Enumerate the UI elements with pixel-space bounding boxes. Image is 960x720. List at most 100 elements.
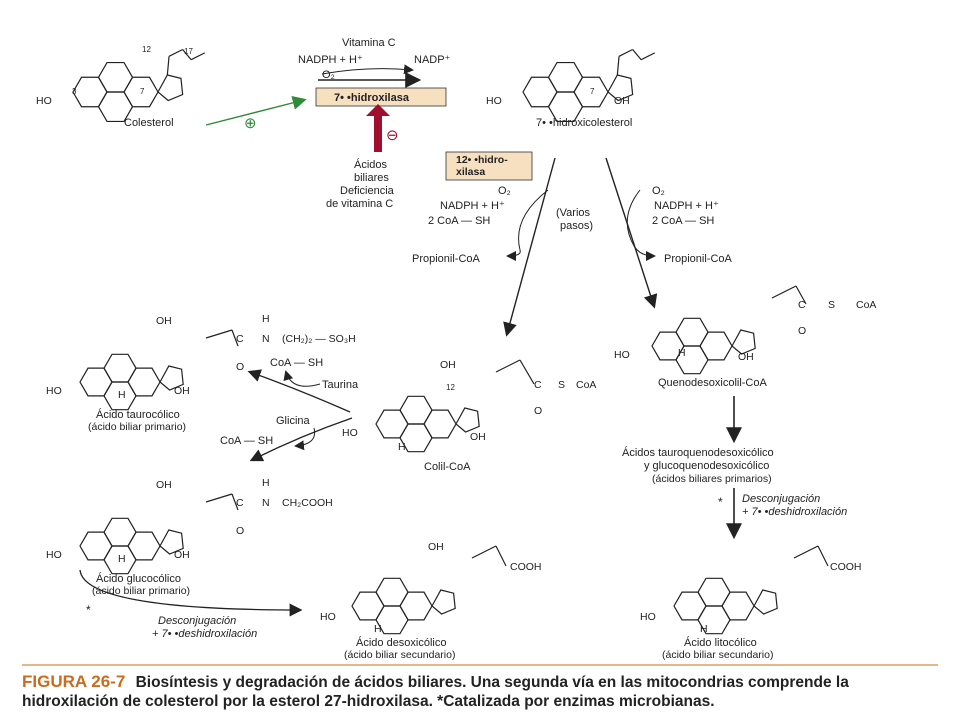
colesterol-ring-d: [157, 74, 184, 102]
glicina-curve: [294, 427, 316, 451]
glucocolico-nh: H: [262, 477, 270, 489]
taurocolico-ring-c: [127, 367, 161, 397]
litocolico-cooh: COOH: [830, 561, 862, 573]
desconj-left: Desconjugación: [158, 615, 236, 627]
colesterol-side-1: [166, 56, 170, 76]
colil-oh-7: OH: [470, 431, 486, 443]
glicina-label: Glicina: [276, 415, 311, 427]
colil-h: H: [398, 441, 406, 453]
hidroxicolesterol-n7: 7: [590, 87, 595, 96]
colil-tail-1: [495, 359, 521, 373]
nadph-right: NADPH + H⁺: [654, 200, 719, 212]
taurocolico-oh-7: OH: [174, 385, 190, 397]
colil-n12: 12: [446, 383, 455, 392]
litocolico-h: H: [700, 623, 708, 635]
o2-center: O₂: [498, 185, 511, 197]
arrow-to-quenodesoxicolil: [605, 157, 658, 309]
arrow-to-desoxicolico: [79, 569, 303, 617]
quenodesoxicolil-ring-b-shift: [675, 317, 709, 347]
quenodesoxicolil-ring-d: [731, 329, 756, 355]
quenodesoxicolil-h: H: [678, 347, 686, 359]
glucocolico-ring-d: [159, 529, 184, 555]
colesterol-n12: 12: [142, 45, 151, 54]
hidroxilasa-12-box: [445, 151, 533, 181]
colesterol-side-4: [190, 52, 206, 61]
litocolico-ring-c: [721, 591, 755, 621]
nadph-label-top: NADPH + H⁺: [298, 54, 363, 66]
tauroqueno-2: y glucoquenodesoxicólico: [644, 460, 769, 472]
glucocolico-oh-12: OH: [156, 479, 172, 491]
plus-sign: ⊕: [244, 115, 257, 132]
glucocolico-label: Ácido glucocólico: [96, 572, 181, 585]
glucocolico-h: H: [118, 553, 126, 565]
asterisk-left: *: [86, 603, 91, 617]
colil-oh-12: OH: [440, 359, 456, 371]
hidroxicolesterol-side-1: [616, 56, 620, 76]
taurina-label: Taurina: [322, 379, 359, 391]
coash-taurina: CoA — SH: [270, 357, 323, 369]
coash-glicina: CoA — SH: [220, 435, 273, 447]
quenodesoxicolil-tail-1: [771, 285, 797, 299]
varios-2: pasos): [560, 220, 593, 232]
desoxicolico-ring-c: [399, 591, 433, 621]
litocolico-ring-d: [753, 589, 778, 615]
hidroxicolesterol-label: 7• •hidroxicolesterol: [536, 117, 632, 129]
taurocolico-tail-2: [231, 329, 239, 347]
litocolico-ho: HO: [640, 611, 656, 623]
colesterol-ring-b-shift: [97, 61, 134, 93]
deshidrox-right: + 7• •deshidroxilación: [742, 506, 847, 518]
quenodesoxicolil-o: O: [798, 325, 806, 337]
colesterol-n3: 3: [72, 87, 77, 96]
inhibition-arrowhead: [366, 104, 390, 116]
taurocolico-oh-12: OH: [156, 315, 172, 327]
glucocolico-tail-2: [231, 493, 239, 511]
minus-sign: ⊖: [386, 127, 399, 144]
glucocolico-ring-c: [127, 531, 161, 561]
colil-coa-label: Colil-CoA: [424, 461, 471, 473]
hidroxicolesterol-ring-a: [522, 76, 558, 108]
taurocolico-tail: (CH₂)₂ — SO₃H: [282, 333, 356, 345]
inhib-line-2: biliares: [354, 172, 389, 184]
desoxicolico-label: Ácido desoxicólico: [356, 636, 447, 649]
desoxicolico-h: H: [374, 623, 382, 635]
quenodesoxicolil-ring-c: [699, 331, 733, 361]
taurocolico-nh: H: [262, 313, 270, 325]
hidroxicolesterol-ho: HO: [486, 95, 502, 107]
hidroxicolesterol-side-3: [632, 49, 642, 61]
taurocolico-ring-b-shift: [103, 353, 137, 383]
glucocolico-n: N: [262, 497, 270, 509]
tauroqueno-3: (ácidos biliares primarios): [652, 473, 772, 485]
propionil-center: Propionil-CoA: [412, 253, 481, 265]
glucocolico-ring-b-shift: [103, 517, 137, 547]
taurocolico-o: O: [236, 361, 244, 373]
taurocolico-ring-d: [159, 365, 184, 391]
litocolico-ring-a: [673, 591, 707, 621]
nadp-label: NADP⁺: [414, 54, 451, 66]
quenodesoxicolil-tail-2: [795, 285, 807, 305]
colil-s: S: [558, 379, 565, 391]
inhib-line-3: Deficiencia: [340, 185, 395, 197]
glucocolico-sub: (ácido biliar primario): [92, 585, 190, 597]
quenodesoxicolil-c: C: [798, 299, 806, 311]
quenodesoxicolil-coa: CoA: [856, 299, 876, 311]
arrow-to-taurocolico: [247, 369, 351, 413]
colil-o: O: [534, 405, 542, 417]
desoxicolico-oh: OH: [428, 541, 444, 553]
hidroxicolesterol-side-2: [618, 48, 633, 57]
colesterol-side-2: [168, 48, 183, 57]
vitamina-c-label: Vitamina C: [342, 37, 396, 49]
o2-label-top: O₂: [322, 69, 335, 81]
hidroxilasa-12-label-b: xilasa: [456, 166, 485, 178]
arrow-to-glucocolico: [249, 417, 353, 462]
glucocolico-c: C: [236, 497, 244, 509]
desoxicolico-ring-d: [431, 589, 456, 615]
desoxicolico-ring-a: [351, 591, 385, 621]
hidroxilasa-7-label: 7• •hidroxilasa: [334, 92, 410, 104]
caption-rule: [22, 664, 938, 666]
colesterol-n7: 7: [140, 87, 145, 96]
asterisk-right: *: [718, 495, 723, 509]
inhib-line-1: Ácidos: [354, 158, 388, 171]
colesterol-n17: 17: [184, 47, 193, 56]
arrow-to-colil-coa: [503, 157, 556, 337]
